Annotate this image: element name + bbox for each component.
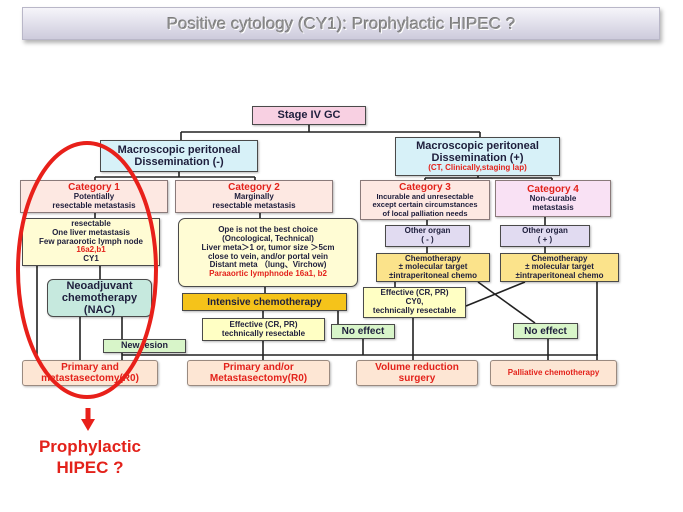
category-4-line: metastasis bbox=[532, 203, 574, 212]
title-banner: Positive cytology (CY1): Prophylactic HI… bbox=[22, 7, 660, 40]
category-1-box: Category 1 Potentially resectable metast… bbox=[20, 180, 168, 213]
chemotherapy-category-4-line: ±intraperitoneal chemo bbox=[515, 270, 604, 280]
category-3-line: except certain circumstances bbox=[372, 200, 478, 210]
no-effect-category-2-box: No effect bbox=[331, 324, 395, 339]
category-2-criteria-line: Distant meta （lung、Virchow) bbox=[209, 260, 327, 270]
category-3-line: of local palliation needs bbox=[382, 208, 468, 218]
effective-category-2-box: Effective (CR, PR) technically resectabl… bbox=[202, 318, 325, 341]
dissemination-positive-line: Macroscopic peritoneal bbox=[416, 140, 539, 152]
category-2-box: Category 2 Marginally resectable metasta… bbox=[175, 180, 333, 213]
slide-title: Positive cytology (CY1): Prophylactic HI… bbox=[166, 13, 516, 33]
intensive-chemotherapy-box: Intensive chemotherapy bbox=[182, 293, 347, 311]
new-lesion-label: New lesion bbox=[120, 340, 168, 351]
category-2-criteria-line: Ope is not the best choice bbox=[218, 225, 318, 235]
nac-line: (NAC) bbox=[83, 304, 116, 317]
primary-or-metastasectomy-box: Primary and/or Metastasectomy(R0) bbox=[187, 360, 330, 386]
no-effect-category-3-4-box: No effect bbox=[513, 323, 578, 339]
callout-line: Prophylactic bbox=[38, 437, 142, 456]
dissemination-positive-line: Dissemination (+) bbox=[431, 152, 524, 165]
callout-line: HIPEC ? bbox=[56, 458, 124, 477]
chemotherapy-category-4-line: ± molecular target bbox=[525, 262, 594, 272]
dissemination-negative-box: Macroscopic peritoneal Dissemination (-) bbox=[100, 140, 258, 172]
stage-iv-gc-box: Stage IV GC bbox=[252, 106, 366, 125]
volume-reduction-line: Volume reduction bbox=[375, 362, 459, 373]
dissemination-negative-line: Dissemination (-) bbox=[134, 156, 224, 168]
volume-reduction-surgery-box: Volume reduction surgery bbox=[356, 360, 478, 386]
other-organ-negative-line: ( - ) bbox=[421, 235, 434, 244]
category-1-criteria-box: resectable One liver metastasis Few para… bbox=[22, 218, 160, 266]
dissemination-positive-note: (CT, Clinically,staging lap) bbox=[428, 163, 527, 173]
category-4-line: Non-curable bbox=[529, 194, 577, 204]
no-effect-category-3-4-label: No effect bbox=[524, 325, 567, 337]
chemotherapy-category-4-box: Chemotherapy ± molecular target ±intrape… bbox=[500, 253, 619, 282]
prophylactic-hipec-callout: Prophylactic HIPEC ? bbox=[20, 436, 160, 478]
category-2-line: Marginally bbox=[234, 192, 274, 202]
other-organ-positive-box: Other organ ( + ) bbox=[500, 225, 590, 247]
category-3-label: Category 3 bbox=[399, 182, 451, 194]
other-organ-negative-box: Other organ ( - ) bbox=[385, 225, 470, 247]
palliative-chemotherapy-label: Palliative chemotherapy bbox=[507, 367, 600, 377]
effective-category-3-line: Effective (CR, PR) bbox=[380, 288, 449, 298]
chemotherapy-category-3-box: Chemotherapy ± molecular target ±intrape… bbox=[376, 253, 490, 282]
category-3-line: Incurable and unresectable bbox=[376, 192, 474, 202]
category-2-criteria-line: close to vein, and/or portal vein bbox=[207, 251, 329, 261]
primary-or-metastasectomy-line: Primary and/or bbox=[223, 362, 294, 373]
neoadjuvant-chemotherapy-box: Neoadjuvant chemotherapy (NAC) bbox=[47, 279, 152, 317]
chemotherapy-category-3-line: Chemotherapy bbox=[404, 254, 461, 264]
dissemination-negative-line: Macroscopic peritoneal bbox=[117, 143, 241, 156]
primary-or-metastasectomy-line: Metastasectomy(R0) bbox=[209, 373, 308, 384]
category-4-label: Category 4 bbox=[527, 184, 579, 196]
category-4-box: Category 4 Non-curable metastasis bbox=[495, 180, 611, 217]
category-2-criteria-box: Ope is not the best choice (Oncological,… bbox=[178, 218, 358, 287]
chemotherapy-category-3-line: ± molecular target bbox=[398, 262, 468, 272]
category-2-criteria-line: (Oncological, Technical) bbox=[222, 233, 314, 243]
category-2-label: Category 2 bbox=[228, 182, 280, 194]
primary-metastasectomy-line: Primary and bbox=[61, 362, 119, 373]
stage-label: Stage IV GC bbox=[277, 109, 341, 122]
no-effect-category-2-label: No effect bbox=[341, 326, 385, 337]
primary-metastasectomy-box: Primary and metastasectomy(R0) bbox=[22, 360, 158, 386]
nac-line: chemotherapy bbox=[61, 291, 138, 304]
volume-reduction-line: surgery bbox=[398, 373, 436, 384]
other-organ-negative-line: Other organ bbox=[404, 226, 451, 236]
intensive-chemotherapy-label: Intensive chemotherapy bbox=[207, 296, 322, 308]
other-organ-positive-line: ( + ) bbox=[537, 235, 553, 244]
connector bbox=[465, 281, 526, 307]
palliative-chemotherapy-box: Palliative chemotherapy bbox=[490, 360, 617, 386]
effective-category-2-line: technically resectable bbox=[221, 328, 306, 338]
category-1-criteria-cytology: CY1 bbox=[83, 254, 99, 264]
effective-category-3-box: Effective (CR, PR) CY0, technically rese… bbox=[363, 287, 466, 318]
chemotherapy-category-4-line: Chemotherapy bbox=[531, 254, 588, 264]
category-3-box: Category 3 Incurable and unresectable ex… bbox=[360, 180, 490, 220]
other-organ-positive-line: Other organ bbox=[522, 226, 568, 236]
dissemination-positive-box: Macroscopic peritoneal Dissemination (+)… bbox=[395, 137, 560, 176]
category-2-criteria-line: Liver meta＞1 or, tumor size ＞5cm bbox=[201, 242, 335, 252]
category-1-line: resectable metastasis bbox=[52, 201, 136, 210]
chemotherapy-category-3-line: ±intraperitoneal chemo bbox=[389, 270, 477, 280]
effective-category-2-line: Effective (CR, PR) bbox=[229, 319, 298, 329]
effective-category-3-line: technically resectable bbox=[372, 305, 457, 315]
nac-line: Neoadjuvant bbox=[66, 279, 133, 292]
effective-category-3-line: CY0, bbox=[405, 297, 424, 307]
new-lesion-box: New lesion bbox=[103, 339, 186, 353]
primary-metastasectomy-line: metastasectomy(R0) bbox=[41, 373, 139, 384]
category-2-criteria-nodes: Paraaortic lymphnode 16a1, b2 bbox=[209, 269, 327, 279]
category-2-line: resectable metastasis bbox=[212, 201, 296, 210]
connector bbox=[477, 281, 536, 324]
